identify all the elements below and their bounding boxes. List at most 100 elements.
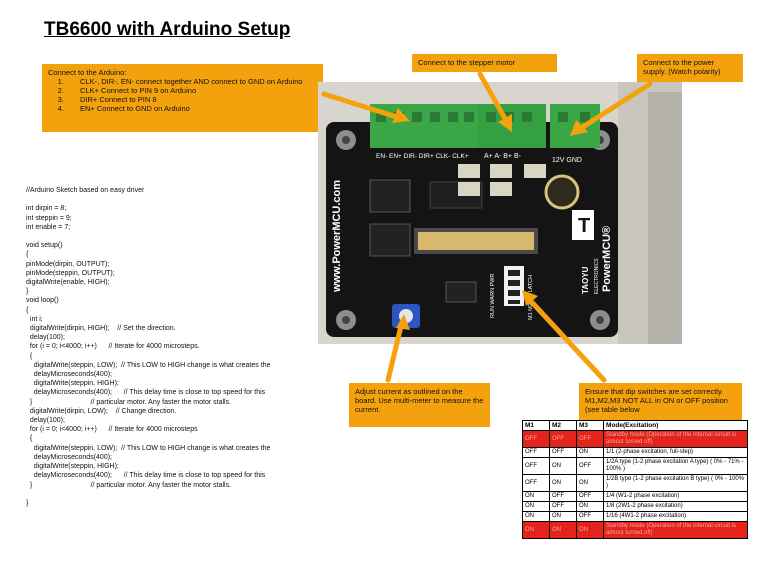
cell-m1: ON — [522, 501, 550, 512]
cell-m3: ON — [576, 447, 604, 458]
cell-m2: OFF — [549, 430, 577, 448]
arduino-connection-callout: Connect to the Arduino: CLK-, DIR-, EN- … — [42, 64, 323, 132]
code-line: digitalWrite(dirpin, LOW); // Change dir… — [26, 407, 177, 415]
code-line: digitalWrite(steppin, HIGH); — [26, 380, 119, 388]
cell-mode: 1/8 (2W1-2 phase excitation) — [603, 501, 748, 512]
board-brand-url: www.PowerMCU.com — [331, 180, 343, 293]
code-line: //Arduino Sketch based on easy driver — [26, 187, 145, 194]
code-line: delay(100); — [26, 417, 65, 425]
cell-mode: 1/16 (4W1-2 phase excitation) — [603, 511, 748, 522]
cell-m1: ON — [522, 491, 550, 502]
header-m1: M1 — [522, 420, 550, 431]
board-power-labels: 12V GND — [552, 157, 582, 164]
header-mode: Mode(Excitation) — [603, 420, 748, 431]
cell-m3: OFF — [576, 491, 604, 502]
cell-m2: ON — [549, 457, 577, 475]
board-status-labels: RUN WARN PWR — [490, 274, 496, 318]
arrow-to-motor-terminal — [477, 71, 511, 127]
code-line: { — [26, 306, 29, 314]
code-line: { — [26, 435, 33, 443]
code-line: delay(100); — [26, 334, 65, 342]
arrow-to-power-terminal — [575, 81, 653, 133]
power-supply-callout: Connect to the power supply. (Watch pola… — [637, 54, 743, 82]
power-callout-text: Connect to the power supply. (Watch pola… — [643, 58, 721, 76]
cell-m3: ON — [576, 501, 604, 512]
header-m3: M3 — [576, 420, 604, 431]
cell-mode: 1/2B type (1-2 phase excitation B type) … — [603, 474, 748, 492]
page-title: TB6600 with Arduino Setup — [44, 19, 291, 40]
cell-m2: OFF — [549, 501, 577, 512]
code-line: { — [26, 352, 33, 360]
arduino-connection-item: DIR+ Connect to PIN 8 — [66, 95, 317, 104]
cell-m1: OFF — [522, 430, 550, 448]
cell-m1: ON — [522, 521, 550, 539]
code-line: } — [26, 499, 29, 507]
cell-mode: Standby mode (Operation of the internal … — [603, 430, 748, 448]
code-line: delayMicroseconds(400); // This delay ti… — [26, 472, 266, 480]
cell-m3: OFF — [576, 430, 604, 448]
board-motor-labels: A+ A- B+ B- — [484, 153, 522, 160]
stepper-callout-text: Connect to the stepper motor — [418, 58, 516, 67]
arduino-sketch-code: //Arduino Sketch based on easy driver in… — [26, 186, 311, 508]
arrow-to-dip-switch — [525, 295, 607, 383]
cell-m2: OFF — [549, 447, 577, 458]
arrow-to-signal-terminal — [321, 91, 403, 121]
code-line: void loop() — [26, 297, 59, 305]
code-line: } // particular motor. Any faster the mo… — [26, 398, 232, 406]
cell-mode: 1/2A type (1-2 phase excitation A type) … — [603, 457, 748, 475]
current-adjust-callout: Adjust current as outlined on the board.… — [349, 383, 490, 427]
code-line: delayMicroseconds(400); — [26, 371, 112, 379]
arduino-connection-item: CLK+ Connect to PIN 9 on Arduino — [66, 86, 317, 95]
code-line: void setup() — [26, 242, 63, 250]
arduino-callout-heading: Connect to the Arduino: — [48, 68, 127, 77]
arduino-connection-list: CLK-, DIR-, EN- connect together AND con… — [48, 77, 317, 113]
code-line: digitalWrite(steppin, LOW); // This LOW … — [26, 361, 271, 369]
code-line: digitalWrite(enable, HIGH); — [26, 279, 110, 287]
arduino-connection-item: CLK-, DIR-, EN- connect together AND con… — [66, 77, 317, 86]
cell-mode: Standby mode (Operation of the internal … — [603, 521, 748, 539]
svg-text:T: T — [578, 215, 590, 237]
table-header-row: M1 M2 M3 Mode(Excitation) — [522, 420, 748, 431]
code-line: pinMode(dirpin, OUTPUT); — [26, 260, 110, 268]
code-line: int enable = 7; — [26, 223, 71, 231]
arrow-to-potentiometer — [385, 319, 405, 383]
code-line: int i; — [26, 315, 43, 323]
cell-m3: ON — [576, 521, 604, 539]
cell-m3: ON — [576, 474, 604, 492]
code-line: digitalWrite(steppin, LOW); // This LOW … — [26, 444, 271, 452]
cell-m2: ON — [549, 474, 577, 492]
cell-m3: OFF — [576, 457, 604, 475]
code-line: for (i = 0; i<4000; i++) // Iterate for … — [26, 426, 198, 434]
code-line: delayMicroseconds(400); — [26, 453, 112, 461]
code-line: digitalWrite(steppin, HIGH); — [26, 463, 119, 471]
code-line: for (i = 0; i<4000; i++) // Iterate for … — [26, 343, 200, 351]
current-callout-text: Adjust current as outlined on the board.… — [355, 387, 484, 414]
cell-m2: OFF — [549, 491, 577, 502]
cell-m1: OFF — [522, 474, 550, 492]
cell-mode: 1/1 (2-phase excitation, full-step) — [603, 447, 748, 458]
board-signal-labels: EN- EN+ DIR- DIR+ CLK- CLK+ — [376, 153, 469, 160]
cell-m1: OFF — [522, 447, 550, 458]
cell-m1: ON — [522, 511, 550, 522]
board-brand: PowerMCU® — [601, 226, 613, 292]
board-illustration: T www.PowerMCU.com PowerMCU® TAOYU ELECT… — [326, 82, 682, 344]
dip-callout-text: Ensure that dip switches are set correct… — [585, 387, 728, 414]
cell-m2: ON — [549, 511, 577, 522]
stepper-motor-callout: Connect to the stepper motor — [412, 54, 557, 72]
code-line: pinMode(steppin, OUTPUT); — [26, 269, 115, 277]
arduino-connection-item: EN+ Connect to GND on Arduino — [66, 104, 317, 113]
code-line: digitalWrite(dirpin, HIGH); // Set the d… — [26, 325, 176, 333]
code-line: } // particular motor. Any faster the mo… — [26, 481, 232, 489]
board-maker-sub: ELECTRONICS — [594, 258, 600, 294]
cell-m2: ON — [549, 521, 577, 539]
